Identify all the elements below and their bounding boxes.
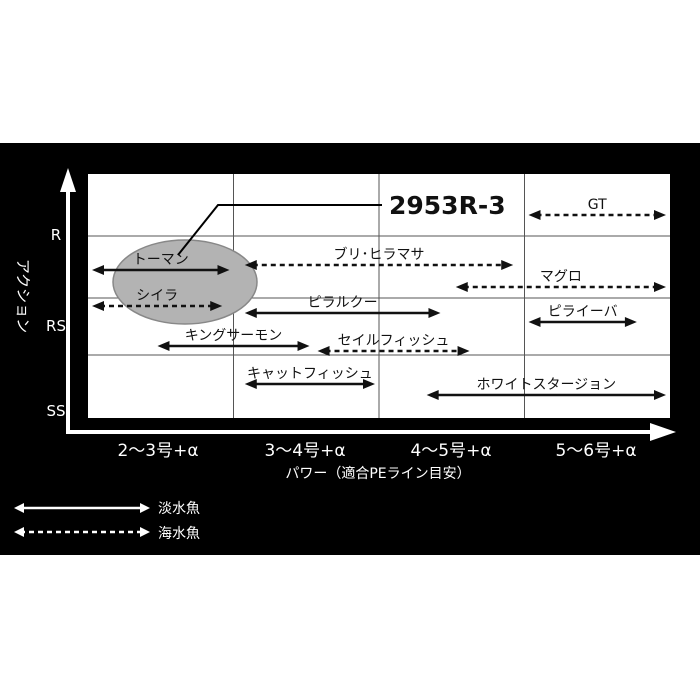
range-arrow-left [157, 341, 170, 351]
range-label: キングサーモン [185, 328, 283, 344]
model-label-leader [177, 204, 382, 256]
range-label: ピラルクー [308, 295, 378, 311]
range-arrow-right [457, 346, 470, 356]
range-label: トーマン [133, 252, 189, 268]
axes [60, 168, 676, 441]
range-arrow-left [528, 317, 541, 327]
x-axis-title: パワー（適合PEライン目安） [285, 465, 470, 482]
y-tick-ss: SS [46, 402, 65, 420]
x-tick-4: 5～6号+α [555, 441, 636, 461]
y-axis-title: アクション [14, 259, 32, 333]
range-0: GT [528, 197, 666, 220]
range-arrow-right [501, 260, 514, 270]
range-1: トーマン [92, 252, 230, 275]
range-arrow-left [244, 308, 257, 318]
x-tick-3: 4～5号+α [410, 441, 491, 461]
x-tick-1: 2～3号+α [117, 441, 198, 461]
range-2: ブリ･ヒラマサ [244, 246, 514, 270]
range-label: ホワイトスタージョン [476, 377, 616, 393]
range-label: GT [588, 197, 607, 213]
range-5: ピラルクー [244, 295, 441, 318]
range-label: キャットフィッシュ [247, 366, 373, 382]
range-10: ホワイトスタージョン [426, 377, 666, 400]
legend-label-freshwater: 淡水魚 [158, 501, 200, 517]
model-label: 2953R-3 [389, 191, 506, 220]
highlight-ellipse [112, 239, 258, 325]
range-arrow-left [244, 260, 257, 270]
legend-solid-arrow-right [140, 503, 150, 513]
range-arrow-right [654, 210, 666, 220]
legend-dashed-arrow-left [14, 527, 24, 537]
range-label: セイルフィッシュ [338, 333, 450, 349]
range-7: キングサーモン [157, 328, 310, 351]
legend-label-saltwater: 海水魚 [158, 526, 200, 542]
range-arrow-left [455, 282, 468, 292]
x-tick-2: 3～4号+α [264, 441, 345, 461]
range-arrow-right [654, 282, 666, 292]
x-axis-arrowhead [650, 423, 676, 441]
range-6: ピライーバ [528, 304, 637, 327]
range-arrow-left [244, 379, 257, 389]
range-label: ブリ･ヒラマサ [334, 246, 425, 263]
range-arrow-left [528, 210, 541, 220]
range-arrow-right [654, 390, 666, 400]
y-tick-r: R [51, 226, 61, 244]
range-arrow-left [92, 265, 104, 275]
range-arrow-right [428, 308, 441, 318]
range-8: セイルフィッシュ [317, 333, 470, 356]
range-arrow-left [426, 390, 439, 400]
range-9: キャットフィッシュ [244, 366, 375, 389]
range-arrow-right [210, 301, 223, 311]
range-4: シイラ [92, 288, 223, 311]
range-arrow-left [92, 301, 104, 311]
y-axis-arrowhead [60, 168, 76, 192]
range-arrow-right [363, 379, 375, 389]
range-arrow-right [624, 317, 637, 327]
legend-solid-arrow-left [14, 503, 24, 513]
range-label: マグロ [540, 269, 582, 285]
range-arrow-right [217, 265, 230, 275]
range-label: シイラ [136, 288, 178, 304]
y-tick-rs: RS [46, 317, 66, 335]
range-arrow-left [317, 346, 330, 356]
range-3: マグロ [455, 269, 666, 292]
range-arrow-right [297, 341, 310, 351]
range-label: ピライーバ [548, 304, 618, 320]
legend-dashed-arrow-right [140, 527, 150, 537]
